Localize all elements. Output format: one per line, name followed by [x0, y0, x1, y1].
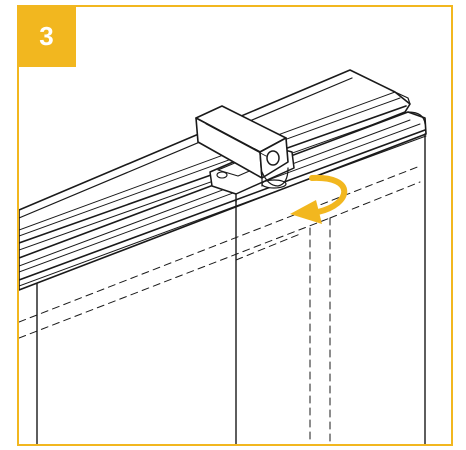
panel-edges	[36, 133, 426, 444]
step-number-badge: 3	[17, 5, 76, 67]
carrier-block	[195, 105, 289, 187]
step-number: 3	[39, 20, 54, 51]
hidden-lines	[19, 165, 421, 444]
rotate-arrow-icon	[290, 174, 348, 224]
head-rail	[19, 69, 411, 266]
track-rail	[19, 111, 427, 291]
